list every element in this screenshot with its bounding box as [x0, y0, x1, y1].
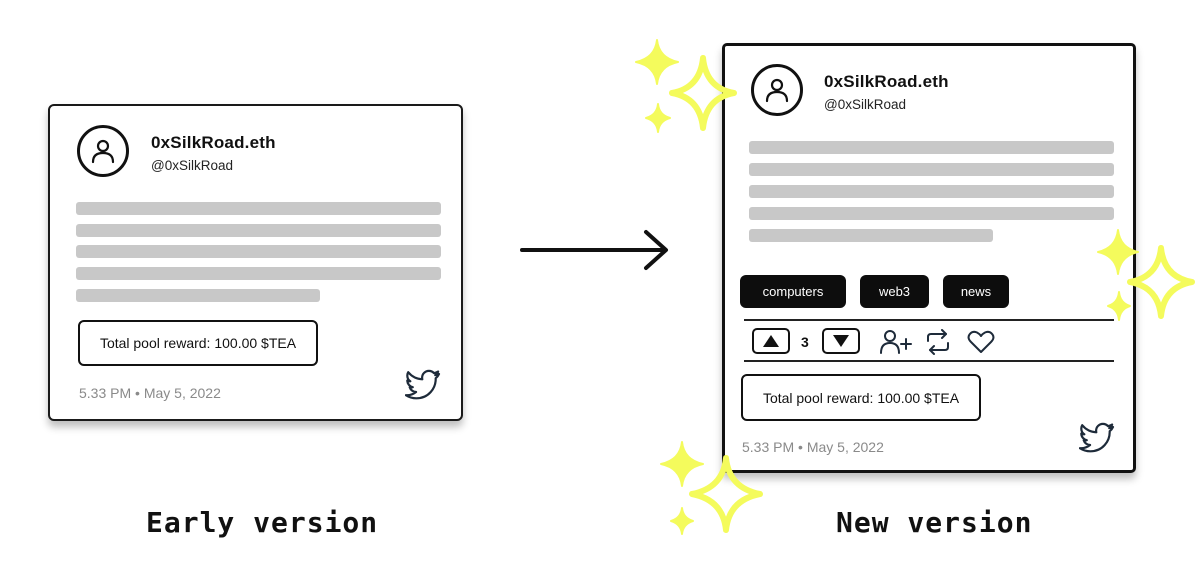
pool-reward-box: Total pool reward: 100.00 $TEA [78, 320, 318, 366]
tag-news[interactable]: news [943, 275, 1009, 308]
user-plus-icon[interactable] [879, 329, 915, 355]
new-version-label: New version [836, 506, 1033, 539]
arrow-right-icon [520, 230, 668, 270]
triangle-down-icon [833, 335, 849, 347]
text-placeholder-line [76, 245, 441, 258]
text-placeholder-line [76, 202, 441, 215]
user-icon [91, 139, 115, 164]
tag-computers[interactable]: computers [740, 275, 846, 308]
early-version-card: 0xSilkRoad.eth @0xSilkRoad Total pool re… [48, 104, 463, 421]
retweet-icon[interactable] [924, 329, 952, 355]
divider [744, 360, 1114, 362]
early-version-label: Early version [146, 506, 379, 539]
handle: @0xSilkRoad [151, 158, 233, 173]
sparkle-icon [1097, 229, 1195, 321]
tag-web3[interactable]: web3 [860, 275, 929, 308]
divider [744, 319, 1114, 321]
vote-count: 3 [801, 334, 809, 350]
avatar[interactable] [77, 125, 129, 177]
text-placeholder-line [76, 224, 441, 237]
text-placeholder-line [76, 267, 441, 280]
sparkle-icon [660, 441, 763, 535]
text-placeholder-line [749, 229, 993, 242]
triangle-up-icon [763, 335, 779, 347]
pool-reward-box: Total pool reward: 100.00 $TEA [741, 374, 981, 421]
twitter-bird-icon[interactable] [1079, 422, 1115, 454]
text-placeholder-line [749, 185, 1114, 198]
display-name: 0xSilkRoad.eth [824, 72, 949, 91]
heart-icon[interactable] [967, 330, 995, 354]
timestamp: 5.33 PM • May 5, 2022 [79, 385, 221, 401]
user-icon [765, 78, 789, 103]
display-name: 0xSilkRoad.eth [151, 133, 276, 152]
handle: @0xSilkRoad [824, 97, 906, 112]
upvote-button[interactable] [752, 328, 790, 354]
timestamp: 5.33 PM • May 5, 2022 [742, 439, 884, 455]
twitter-bird-icon[interactable] [405, 369, 441, 401]
new-version-card: 0xSilkRoad.eth @0xSilkRoad computers web… [722, 43, 1136, 473]
sparkle-icon [635, 39, 737, 133]
avatar[interactable] [751, 64, 803, 116]
text-placeholder-line [749, 207, 1114, 220]
text-placeholder-line [76, 289, 320, 302]
text-placeholder-line [749, 141, 1114, 154]
text-placeholder-line [749, 163, 1114, 176]
downvote-button[interactable] [822, 328, 860, 354]
